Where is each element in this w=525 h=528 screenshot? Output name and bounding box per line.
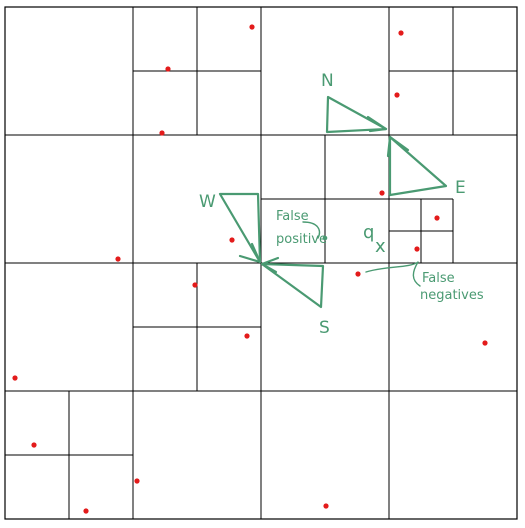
data-point — [134, 478, 140, 484]
data-point — [355, 271, 361, 277]
label-query: q — [363, 222, 374, 243]
data-point — [12, 375, 18, 381]
data-point — [159, 130, 165, 136]
data-point — [482, 340, 488, 346]
data-point — [414, 246, 420, 252]
label-east: E — [455, 178, 466, 198]
data-point — [434, 215, 440, 221]
false-positive-label-line1: False — [276, 209, 309, 224]
label-north: N — [321, 71, 334, 91]
false-negative-label-line2: negatives — [420, 288, 484, 303]
label-south: S — [319, 318, 330, 338]
data-point — [165, 66, 171, 72]
arrowhead — [366, 115, 388, 133]
quadtree-grid — [5, 7, 517, 519]
annotations — [218, 95, 448, 309]
data-point — [31, 442, 37, 448]
data-point — [379, 190, 385, 196]
false-negatives-callout — [365, 261, 421, 287]
west-arrow — [218, 192, 262, 264]
arrowhead — [386, 135, 410, 158]
false-positive-label-line2: positive — [276, 232, 327, 247]
north-arrow — [325, 95, 388, 134]
false-negative-label-line1: False — [422, 271, 455, 286]
arrowhead — [238, 242, 262, 264]
data-point — [192, 282, 198, 288]
data-point — [323, 503, 329, 509]
data-point — [249, 24, 255, 30]
false-positive-callout — [302, 221, 321, 239]
data-point — [229, 237, 235, 243]
data-point — [394, 92, 400, 98]
east-arrow — [388, 135, 448, 197]
data-point — [398, 30, 404, 36]
points — [12, 24, 488, 514]
false-positive-marker — [322, 235, 328, 241]
label-west: W — [199, 192, 216, 212]
data-point — [83, 508, 89, 514]
query-point-mark: x — [375, 236, 386, 257]
data-point — [115, 256, 121, 262]
arrowhead — [260, 256, 280, 274]
south-arrow — [260, 262, 325, 309]
data-point — [244, 333, 250, 339]
